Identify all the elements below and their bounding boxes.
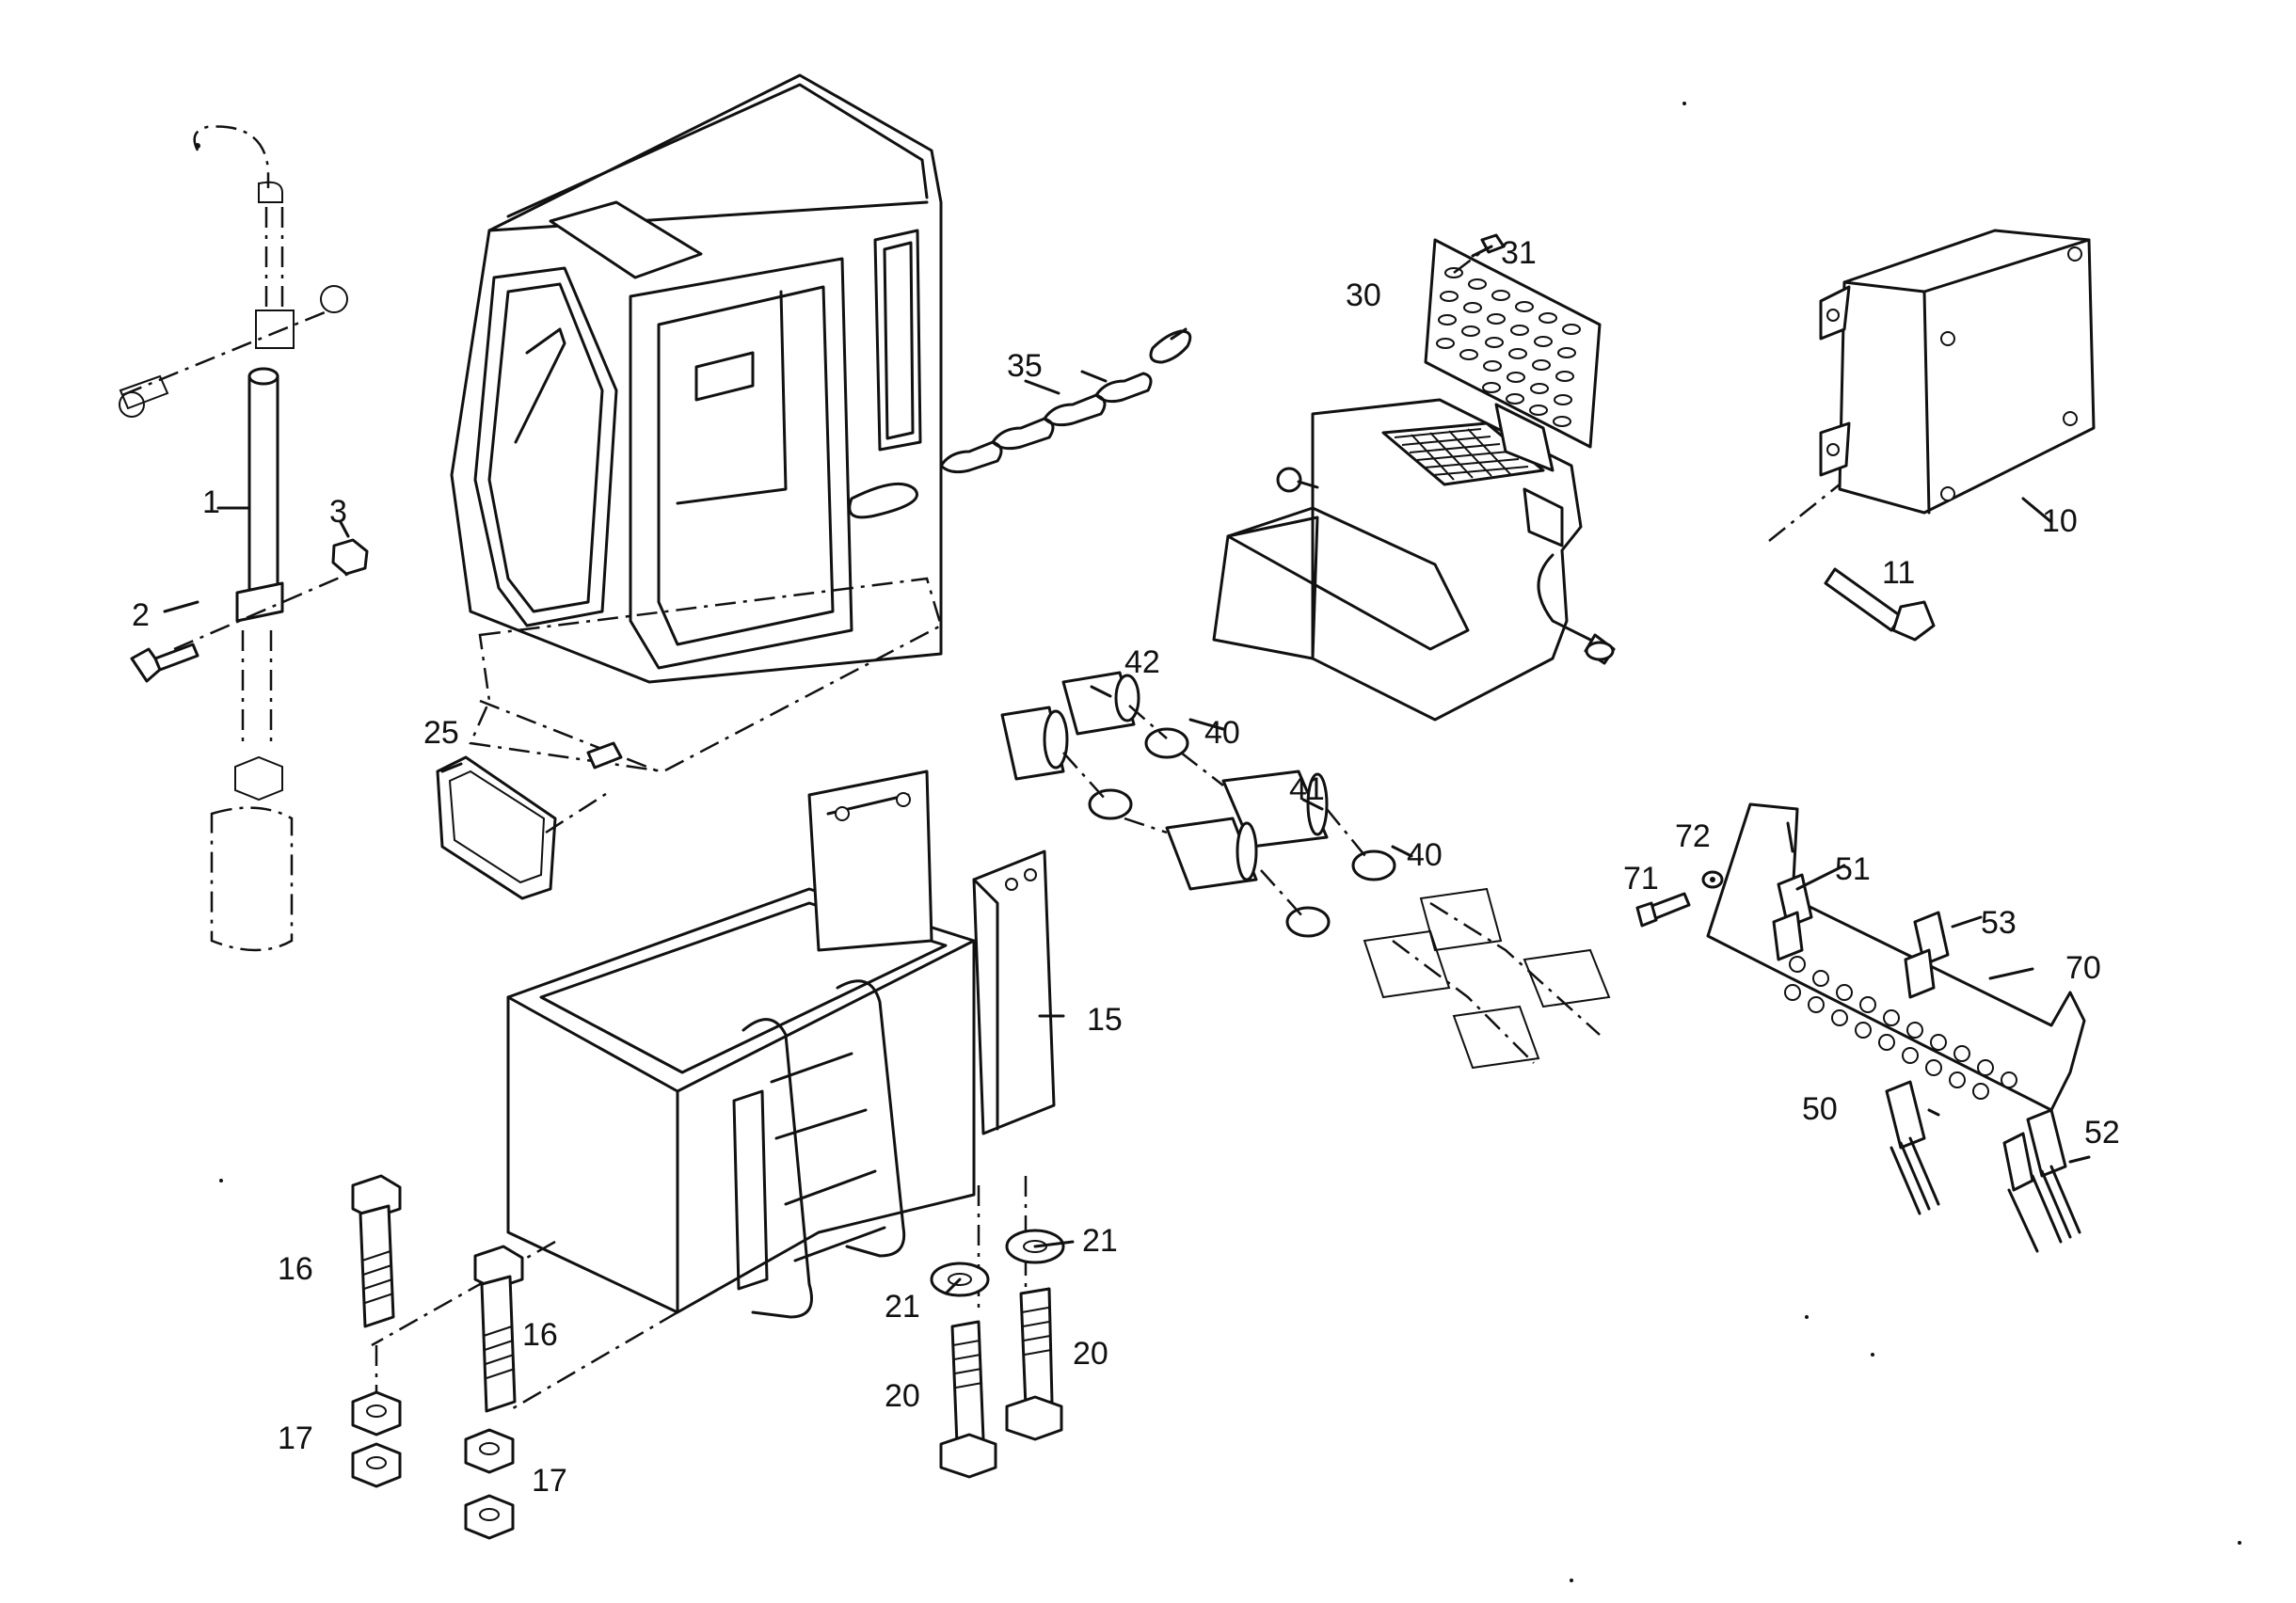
callout-2: 2 (132, 597, 150, 633)
callout-40-lower: 40 (1407, 837, 1443, 873)
leader-lines (440, 245, 2053, 1295)
operator-cab (436, 73, 943, 900)
callout-52: 52 (2084, 1115, 2120, 1151)
callout-41: 41 (1289, 771, 1325, 807)
callout-40-upper: 40 (1204, 715, 1240, 751)
callout-50: 50 (1802, 1091, 1838, 1127)
scan-specks (219, 102, 2241, 1582)
callout-1: 1 (202, 484, 220, 520)
callout-15: 15 (1087, 1002, 1123, 1038)
callout-3: 3 (329, 494, 347, 530)
callout-31: 31 (1501, 235, 1537, 271)
callout-20-left: 20 (885, 1378, 920, 1414)
callout-17-right: 17 (532, 1463, 567, 1499)
callout-53: 53 (1981, 905, 2017, 941)
callout-20-right: 20 (1073, 1336, 1108, 1372)
callout-51: 51 (1835, 851, 1871, 887)
fitting-bracket (1635, 802, 2091, 1253)
callout-35: 35 (1007, 348, 1043, 384)
callout-70: 70 (2065, 950, 2101, 986)
callout-16-right: 16 (522, 1317, 558, 1353)
callout-17-left: 17 (278, 1420, 313, 1456)
callout-16-left: 16 (278, 1251, 313, 1287)
callout-72: 72 (1675, 818, 1711, 854)
exhaust-pipe-assembly (119, 125, 369, 952)
callout-10: 10 (2042, 503, 2078, 539)
callout-71: 71 (1623, 861, 1659, 897)
callout-labels: 1 2 3 10 11 15 16 16 17 17 20 20 21 21 2… (132, 235, 2120, 1499)
electrical-box (1768, 229, 2096, 642)
callout-21-left: 21 (885, 1289, 920, 1325)
heater-grille (1394, 428, 1529, 481)
bracket-holes (1784, 956, 2017, 1100)
callout-11: 11 (1882, 555, 1915, 591)
callout-42: 42 (1124, 644, 1160, 680)
battery-box (371, 770, 1065, 1413)
callout-30: 30 (1346, 278, 1381, 313)
callout-21-right: 21 (1082, 1223, 1118, 1259)
callout-25: 25 (423, 715, 459, 751)
perforation-holes (1436, 267, 1581, 427)
hose-kit (1000, 671, 1611, 1070)
chain (939, 327, 1192, 474)
heater-unit (1212, 233, 1616, 722)
